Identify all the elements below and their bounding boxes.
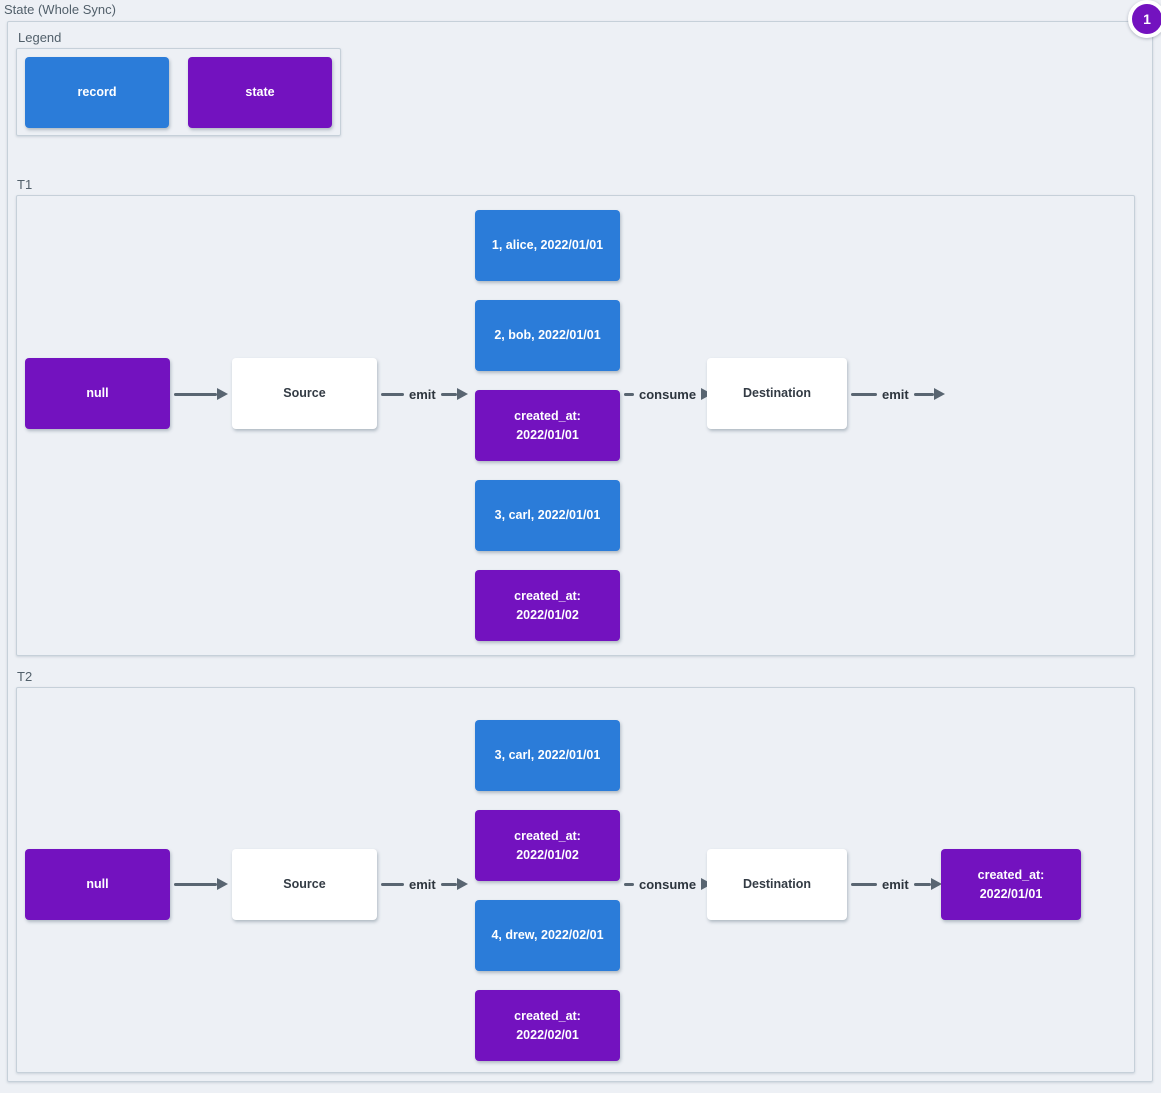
t2-final-state-node: created_at: 2022/01/01 [941,849,1081,920]
page-title: State (Whole Sync) [4,2,116,17]
arrow-right-icon [701,388,713,400]
legend-label: Legend [18,30,62,45]
t1-record-5: created_at: 2022/01/02 [475,570,620,641]
t2-record-2-label: created_at: 2022/01/02 [514,828,581,862]
edge-line [440,392,457,396]
t2-null-state-node: null [25,849,170,920]
edge-line [851,882,877,886]
t2-destination-label: Destination [742,877,812,891]
t1-group [16,195,1135,656]
t1-destination-node: Destination [707,358,847,429]
t1-consume-edge: consume [624,384,713,404]
t1-record-4-label: 3, carl, 2022/01/01 [494,508,601,522]
arrow-right-icon [701,878,713,890]
legend-state-label: state [245,85,275,99]
edge-line [851,392,877,396]
t2-group [16,687,1135,1073]
t2-consume-edge: consume [624,874,713,894]
whole-sync-group [7,21,1153,1082]
t2-null-label: null [86,877,109,891]
legend-state-node: state [188,57,332,128]
t1-record-1-label: 1, alice, 2022/01/01 [491,238,604,252]
t2-final-state-label: created_at: 2022/01/01 [977,867,1045,901]
t2-record-3: 4, drew, 2022/02/01 [475,900,620,971]
t1-emit-out-edge: emit [381,384,468,404]
t1-record-5-label: created_at: 2022/01/02 [514,588,581,622]
t1-source-node: Source [232,358,377,429]
t2-emit-out-label: emit [409,876,436,892]
edge-line [174,882,217,886]
t1-record-2-label: 2, bob, 2022/01/01 [494,328,601,342]
t1-record-4: 3, carl, 2022/01/01 [475,480,620,551]
legend-group [16,48,341,136]
t1-source-label: Source [283,386,326,400]
t2-destination-node: Destination [707,849,847,920]
legend-record-node: record [25,57,169,128]
t2-record-3-label: 4, drew, 2022/02/01 [491,928,604,942]
edge-line [913,882,931,886]
arrow-right-icon [456,878,468,890]
t2-record-2: created_at: 2022/01/02 [475,810,620,881]
t2-source-node: Source [232,849,377,920]
arrow-right-icon [217,388,228,400]
t2-emit-final-label: emit [882,876,909,892]
t1-destination-label: Destination [742,386,812,400]
edge-line [440,882,457,886]
edge-line [174,392,217,396]
edge-line [381,392,404,396]
edge-line [913,392,934,396]
t1-label: T1 [17,177,33,192]
t2-record-4-label: created_at: 2022/02/01 [514,1008,581,1042]
t2-source-label: Source [283,877,326,891]
t1-emit-final-label: emit [882,386,909,402]
t2-record-1-label: 3, carl, 2022/01/01 [494,748,601,762]
arrow-right-icon [930,878,942,890]
t1-null-label: null [86,386,109,400]
t1-record-3-label: created_at: 2022/01/01 [514,408,581,442]
t2-label: T2 [17,669,33,684]
edge-line [624,882,634,886]
t1-emit-final-edge: emit [851,384,945,404]
t1-null-to-source-edge [174,384,228,404]
t1-record-3: created_at: 2022/01/01 [475,390,620,461]
edge-line [381,882,404,886]
t1-record-2: 2, bob, 2022/01/01 [475,300,620,371]
t2-emit-out-edge: emit [381,874,468,894]
t2-record-1: 3, carl, 2022/01/01 [475,720,620,791]
arrow-right-icon [217,878,228,890]
t1-consume-label: consume [639,386,697,402]
arrow-right-icon [456,388,468,400]
arrow-right-icon [933,388,945,400]
t1-record-1: 1, alice, 2022/01/01 [475,210,620,281]
legend-record-label: record [77,85,117,99]
t2-consume-label: consume [639,876,697,892]
t2-record-4: created_at: 2022/02/01 [475,990,620,1061]
t2-null-to-source-edge [174,874,228,894]
t1-emit-out-label: emit [409,386,436,402]
edge-line [624,392,634,396]
t1-null-state-node: null [25,358,170,429]
annotation-badge: 1 [1128,0,1161,38]
t2-emit-final-edge: emit [851,874,942,894]
